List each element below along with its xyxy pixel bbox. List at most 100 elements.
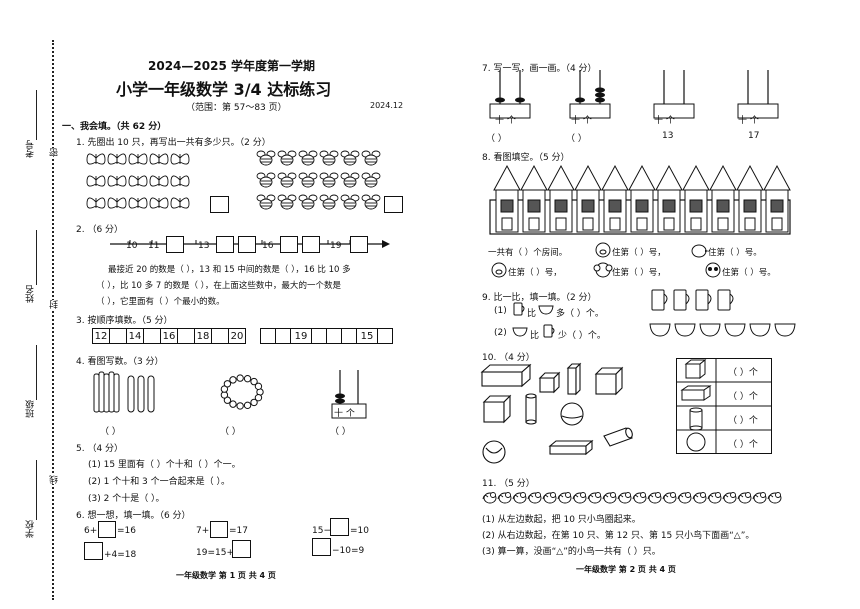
bee-icon xyxy=(340,150,360,166)
q3-cell[interactable] xyxy=(326,328,342,344)
q3-cell[interactable] xyxy=(211,328,229,344)
bird-icon xyxy=(587,492,602,504)
q6-box-c[interactable] xyxy=(330,518,349,536)
q3-cell[interactable]: 14 xyxy=(126,328,144,344)
q3-cell[interactable] xyxy=(260,328,276,344)
abacus-icon xyxy=(653,70,695,119)
q2-box-15[interactable] xyxy=(238,236,256,253)
butterfly-icon xyxy=(149,175,169,187)
q8-zhu-2: 住第（ ）号。 xyxy=(708,248,762,258)
q6-box-f[interactable] xyxy=(312,538,331,556)
q4-blank-2[interactable]: （ ） xyxy=(220,427,241,437)
q10-count-2[interactable]: （ ）个 xyxy=(728,392,758,402)
q2-tick-10: 10 xyxy=(126,241,138,251)
q3-cell[interactable] xyxy=(109,328,127,344)
q3-cell[interactable] xyxy=(275,328,291,344)
bird-icon xyxy=(572,492,587,504)
bowl-icon xyxy=(674,323,696,337)
bird-icon xyxy=(692,492,707,504)
q7-blank-2[interactable]: （ ） xyxy=(566,134,587,144)
q3-cell[interactable]: 12 xyxy=(92,328,110,344)
q6-box-e[interactable] xyxy=(232,540,251,558)
bird-icon xyxy=(617,492,632,504)
bee-icon xyxy=(319,150,339,166)
q6-a-right: =16 xyxy=(117,526,136,536)
q2-box-17[interactable] xyxy=(280,236,298,253)
q3-cell[interactable] xyxy=(311,328,327,344)
q4-blank-1[interactable]: （ ） xyxy=(100,427,121,437)
q3-cell[interactable]: 16 xyxy=(160,328,178,344)
q1-answer-box-2[interactable] xyxy=(384,196,403,213)
bead-icon xyxy=(250,377,258,386)
q6-box-a[interactable] xyxy=(98,521,116,538)
q3-cell[interactable] xyxy=(177,328,195,344)
q10-count-1[interactable]: （ ）个 xyxy=(728,368,758,378)
q4-blank-3[interactable]: （ ） xyxy=(330,427,351,437)
q3-cell[interactable] xyxy=(341,328,357,344)
kaohao-label: 考号 xyxy=(26,140,36,158)
butterfly-icon xyxy=(149,153,169,165)
house-icon xyxy=(736,164,764,233)
q1-answer-box-1[interactable] xyxy=(210,196,229,213)
bee-icon xyxy=(319,172,339,188)
q3-cell[interactable]: 15 xyxy=(356,328,378,344)
q11-line-3: (3) 算一算，没画“△”的小鸟一共有（ ）只。 xyxy=(482,547,661,557)
bee-icon xyxy=(256,172,276,188)
bee-icon xyxy=(361,172,381,188)
bird-icon xyxy=(662,492,677,504)
bee-icon xyxy=(298,150,318,166)
q3-cell[interactable]: 18 xyxy=(194,328,212,344)
stick-bundle-icon xyxy=(93,371,155,413)
q10-count-3[interactable]: （ ）个 xyxy=(728,416,758,426)
q3-cell[interactable]: 19 xyxy=(290,328,312,344)
q2-box-18[interactable] xyxy=(302,236,320,253)
q2-box-20[interactable] xyxy=(350,236,368,253)
q1-title: 1. 先圈出 10 只，再写出一共有多少只。（2 分） xyxy=(76,138,271,148)
q7-blank-1[interactable]: （ ） xyxy=(486,134,507,144)
bead-icon xyxy=(236,374,244,382)
house-icon xyxy=(574,164,602,233)
bee-icon xyxy=(256,150,381,210)
bird-icon xyxy=(752,492,767,504)
left-page-footer: 一年级数学 第 1 页 共 4 页 xyxy=(176,571,276,580)
pig-icon xyxy=(491,262,507,278)
bird-icon xyxy=(677,492,692,504)
q6-box-d[interactable] xyxy=(84,542,103,560)
q2-box-14[interactable] xyxy=(216,236,234,253)
bird-icon xyxy=(602,492,617,504)
bead-icon xyxy=(220,385,229,393)
q6-box-b[interactable] xyxy=(210,521,228,538)
bird-icon xyxy=(497,492,512,504)
monkey-icon xyxy=(593,262,613,278)
bowl-icon xyxy=(512,327,528,337)
q8-zhu-3: 住第（ ）号， xyxy=(508,268,562,278)
xian-label: 线 xyxy=(48,475,61,484)
kaohao-line xyxy=(36,90,37,140)
bird-icon xyxy=(482,492,497,504)
q6-e-left: 19=15+ xyxy=(196,548,234,558)
house-icon xyxy=(763,164,791,233)
cup-icon xyxy=(513,302,525,316)
bead-icon xyxy=(254,393,263,402)
bee-icon xyxy=(361,150,381,166)
q3-cell[interactable] xyxy=(377,328,393,344)
date-text: 2024.12 xyxy=(370,101,404,110)
bird-icon xyxy=(557,492,572,504)
bead-icon xyxy=(223,396,232,404)
q3-cell[interactable] xyxy=(143,328,161,344)
bee-icon xyxy=(277,150,297,166)
q6-c-left: 15− xyxy=(312,526,331,536)
q10-count-4[interactable]: （ ）个 xyxy=(728,440,758,450)
q7-title: 7. 写一写，画一画。（4 分） xyxy=(482,64,597,74)
range-text: （范围：第 57～83 页） xyxy=(186,103,287,113)
q3-cell[interactable]: 20 xyxy=(228,328,246,344)
bead-icon xyxy=(220,374,264,410)
binding-dotted-line xyxy=(52,40,54,600)
q5-line-2: (2) 1 个十和 3 个一合起来是（ ）。 xyxy=(88,477,231,487)
bee-icon xyxy=(277,172,297,188)
q2-box-12[interactable] xyxy=(166,236,184,253)
panda-icon xyxy=(705,262,721,278)
butterfly-icon xyxy=(128,153,148,165)
q3-title: 3. 按顺序填数。（5 分） xyxy=(76,316,173,326)
bead-icon xyxy=(229,400,237,408)
